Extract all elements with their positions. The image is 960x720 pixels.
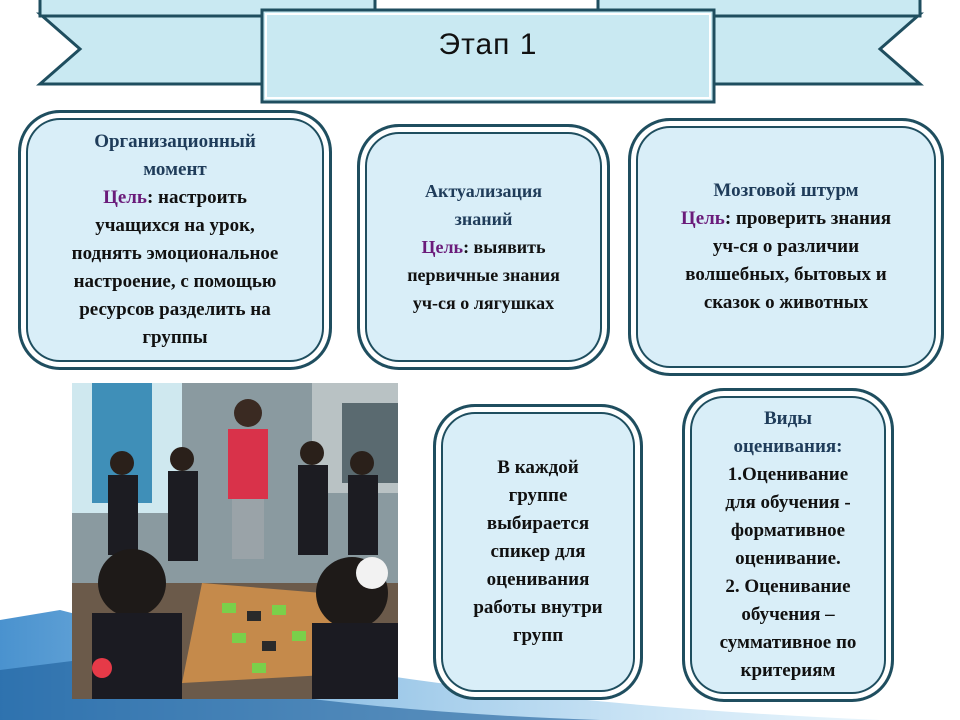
card-line: первичные знания xyxy=(407,265,560,285)
card-line: для обучения - xyxy=(725,492,851,513)
card-line: группе xyxy=(508,485,568,506)
card-heading: Виды xyxy=(763,408,813,429)
card-line: критериям xyxy=(740,660,836,681)
card-heading: момент xyxy=(143,159,207,180)
card-line: спикер для xyxy=(490,541,586,562)
card-goal-line: Цель: настроить xyxy=(72,184,279,212)
card-knowledge-actualization: Актуализация знаний Цель: выявить первич… xyxy=(357,124,610,370)
title-banner xyxy=(36,0,924,104)
goal-text: : выявить xyxy=(463,237,546,257)
card-heading: знаний xyxy=(454,209,513,229)
card-line: ресурсов разделить на xyxy=(79,299,271,320)
card-line: учащихся на урок, xyxy=(95,215,255,236)
card-line: волшебных, бытовых и xyxy=(685,264,887,285)
card-line: В каждой xyxy=(497,457,579,478)
card-line: суммативное по xyxy=(719,632,857,653)
classroom-photo xyxy=(72,383,398,699)
card-line: настроение, с помощью xyxy=(73,271,277,292)
goal-text: : проверить знания xyxy=(724,208,892,229)
card-line: групп xyxy=(512,625,564,646)
classroom-photo-illustration xyxy=(72,383,398,699)
card-assessment-types: Виды оценивания: 1.Оценивание для обучен… xyxy=(682,388,894,702)
card-line: группы xyxy=(142,327,208,348)
card-line: 1.Оценивание xyxy=(727,464,849,485)
goal-text: : настроить xyxy=(146,187,247,208)
goal-label: Цель xyxy=(103,187,147,208)
card-line: сказок о животных xyxy=(703,292,869,313)
page-title: Этап 1 xyxy=(438,28,538,61)
card-line: уч-ся о лягушках xyxy=(412,293,555,313)
card-goal-line: Цель: выявить xyxy=(407,233,560,261)
card-group-speaker: В каждой группе выбирается спикер для оц… xyxy=(433,404,643,700)
card-line: обучения – xyxy=(741,604,835,625)
card-line: поднять эмоциональное xyxy=(71,243,279,264)
card-heading: оценивания: xyxy=(733,436,843,457)
card-line: уч-ся о различии xyxy=(712,236,860,257)
card-brainstorm: Мозговой штурм Цель: проверить знания уч… xyxy=(628,118,944,376)
card-line: 2. Оценивание xyxy=(725,576,851,597)
card-goal-line: Цель: проверить знания xyxy=(681,205,891,233)
card-heading: Организационный xyxy=(94,131,256,152)
card-line: оценивание. xyxy=(735,548,841,569)
card-line: оценивания xyxy=(486,569,590,590)
card-line: работы внутри xyxy=(473,597,603,618)
card-line: формативное xyxy=(730,520,846,541)
goal-label: Цель xyxy=(421,237,464,257)
card-organizational-moment: Организационный момент Цель: настроить у… xyxy=(18,110,332,370)
card-heading: Актуализация xyxy=(424,181,543,201)
card-heading: Мозговой штурм xyxy=(713,180,859,201)
goal-label: Цель xyxy=(680,208,725,229)
card-line: выбирается xyxy=(486,513,590,534)
